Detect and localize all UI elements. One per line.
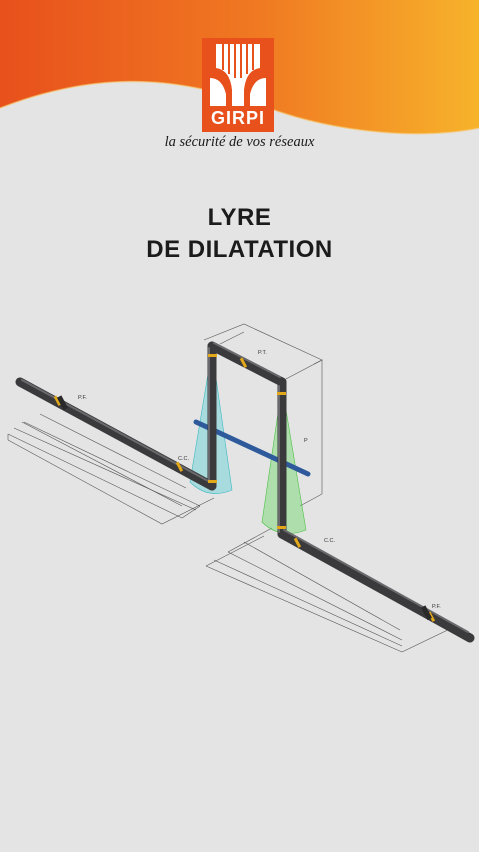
pipe-highlights — [21, 342, 469, 633]
dimension-lines-right — [205, 527, 457, 653]
fixed-point-clamps — [56, 395, 432, 621]
title-line-1: LYRE — [207, 204, 272, 231]
label-fixed-point-top: P.T. — [258, 350, 267, 356]
pipe-assembly — [15, 341, 475, 643]
dimension-lines-top — [203, 323, 323, 507]
label-fixed-point-right: P.F. — [432, 604, 441, 610]
label-height: P — [304, 438, 308, 444]
pipe-joints — [53, 354, 436, 622]
label-cold-connection-left: C.C. — [178, 456, 189, 462]
title-line-2: DE DILATATION — [146, 236, 333, 263]
label-fixed-point-left: P.F. — [78, 395, 87, 401]
logo-mark-icon — [210, 44, 266, 106]
dimension-lines-left — [7, 413, 215, 525]
tagline: la sécurité de vos réseaux — [164, 134, 315, 150]
label-cold-connection-right: C.C. — [324, 538, 335, 544]
expansion-loop-diagram: P.F. C.C. P.T. P C.C. P.F. — [7, 323, 475, 653]
brand-name: GIRPI — [210, 108, 265, 128]
girpi-logo: GIRPI — [202, 38, 274, 132]
page-title: LYRE DE DILATATION — [0, 202, 479, 266]
